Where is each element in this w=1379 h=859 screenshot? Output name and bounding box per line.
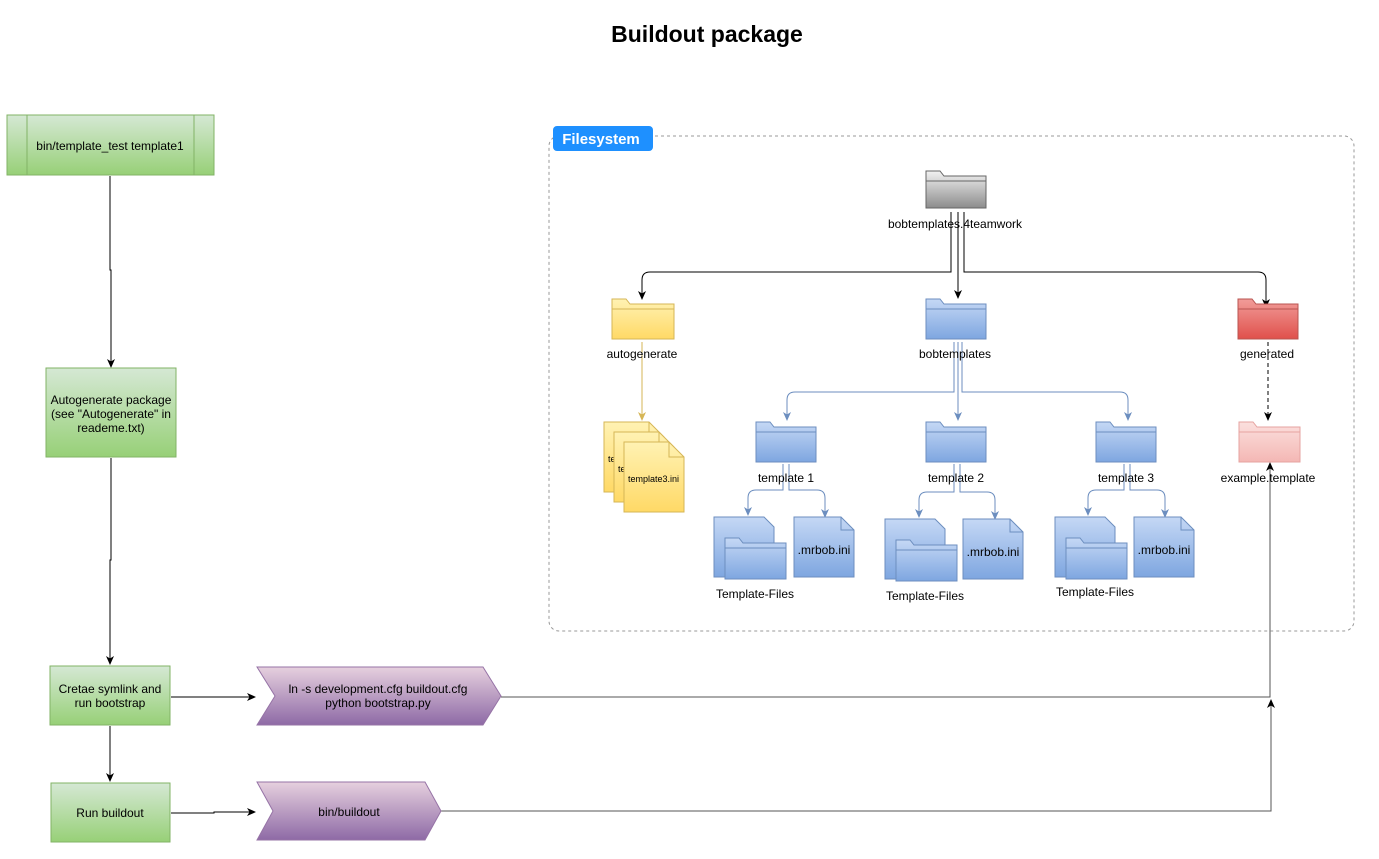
step-autogenerate[interactable]: Autogenerate package (see "Autogenerate"…	[45, 367, 177, 458]
step-run-buildout-label: Run buildout	[76, 806, 144, 820]
ini-file-2-label: te	[618, 464, 626, 474]
folder-generated-label: generated	[1240, 347, 1294, 361]
step-autogenerate-line-1: Autogenerate package	[51, 393, 172, 407]
flow-connectors	[106, 176, 1275, 816]
folder-bobtemplates-icon[interactable]	[925, 298, 987, 340]
mrbob-ini-1-icon[interactable]: .mrbob.ini	[793, 516, 855, 578]
folder-template-3-label: template 3	[1098, 471, 1154, 485]
step-template-test-label: bin/template_test template1	[36, 139, 184, 153]
folder-root-icon[interactable]	[925, 170, 987, 209]
filesystem-connectors	[638, 212, 1272, 520]
command-buildout-label: bin/buildout	[318, 805, 380, 819]
folder-example-template-label: example.template	[1221, 471, 1316, 485]
mrbob-ini-1-label: .mrbob.ini	[798, 543, 851, 557]
folder-autogenerate-label: autogenerate	[607, 347, 678, 361]
folder-template-1-label: template 1	[758, 471, 814, 485]
filesystem-group: Filesystem	[548, 126, 1355, 632]
folder-bobtemplates-label: bobtemplates	[919, 347, 991, 361]
ini-file-1-label: te	[608, 454, 616, 464]
template-files-3-icon[interactable]	[1054, 516, 1128, 580]
step-symlink-line-2: run bootstrap	[75, 696, 146, 710]
template-files-2-icon[interactable]	[884, 518, 958, 582]
ini-file-stack[interactable]: te te template3.ini	[603, 421, 685, 513]
folder-example-template-icon[interactable]	[1238, 421, 1301, 463]
folder-autogenerate-icon[interactable]	[611, 298, 675, 340]
mrbob-ini-2-icon[interactable]: .mrbob.ini	[962, 518, 1024, 580]
command-bootstrap-line-1: ln -s development.cfg buildout.cfg	[289, 682, 468, 696]
mrbob-ini-3-icon[interactable]: .mrbob.ini	[1133, 516, 1195, 578]
step-autogenerate-line-3: reademe.txt)	[77, 421, 144, 435]
step-run-buildout[interactable]: Run buildout	[50, 782, 171, 843]
ini-file-3-icon: template3.ini	[623, 441, 685, 513]
command-buildout[interactable]: bin/buildout	[256, 781, 442, 841]
folder-root-label: bobtemplates.4teamwork	[888, 217, 1023, 231]
command-bootstrap-line-2: python bootstrap.py	[325, 696, 430, 710]
template-files-1-icon[interactable]	[713, 516, 787, 580]
folder-template-2-icon[interactable]	[925, 421, 987, 463]
template-files-3-label: Template-Files	[1056, 585, 1134, 599]
step-autogenerate-line-2: (see "Autogenerate" in	[51, 407, 171, 421]
mrbob-ini-3-label: .mrbob.ini	[1138, 543, 1191, 557]
step-template-test[interactable]: bin/template_test template1	[6, 114, 215, 176]
step-symlink-line-1: Cretae symlink and	[59, 682, 162, 696]
mrbob-ini-2-label: .mrbob.ini	[967, 545, 1020, 559]
folder-template-2-label: template 2	[928, 471, 984, 485]
template-folders: template 1 Template-Files .mrbob.ini templa…	[713, 421, 1195, 603]
folder-template-3-icon[interactable]	[1095, 421, 1157, 463]
template-files-1-label: Template-Files	[716, 587, 794, 601]
ini-file-3-label: template3.ini	[628, 474, 679, 484]
step-symlink-bootstrap[interactable]: Cretae symlink and run bootstrap	[49, 665, 171, 726]
folder-generated-icon[interactable]	[1237, 298, 1299, 340]
filesystem-label: Filesystem	[562, 131, 640, 148]
page-title: Buildout package	[611, 21, 803, 47]
template-files-2-label: Template-Files	[886, 589, 964, 603]
filesystem-badge	[553, 126, 653, 151]
command-bootstrap[interactable]: ln -s development.cfg buildout.cfg pytho…	[256, 666, 502, 726]
folder-template-1-icon[interactable]	[755, 421, 817, 463]
